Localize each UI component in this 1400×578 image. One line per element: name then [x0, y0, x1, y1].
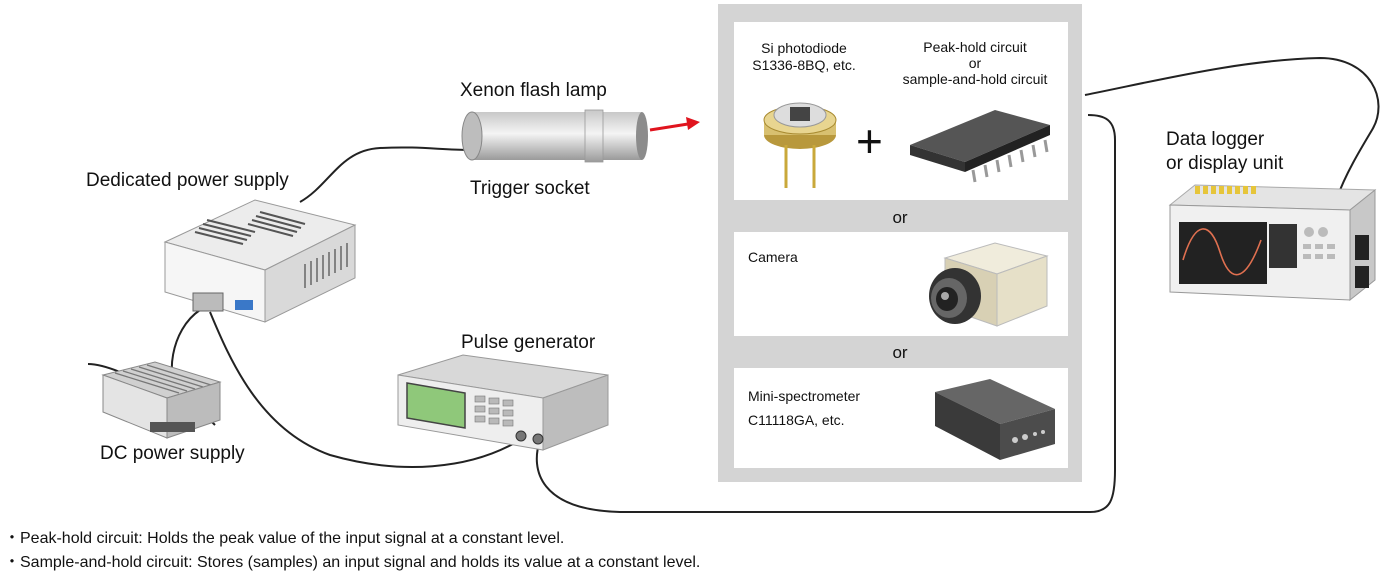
trigger-socket-label: Trigger socket: [470, 178, 590, 199]
xenon-lamp-icon: [461, 109, 648, 163]
plus-sign: +: [856, 115, 883, 167]
peak-hold-line2: or: [968, 55, 982, 71]
dedicated-power-supply-label: Dedicated power supply: [86, 170, 289, 191]
or-separator-2: or: [892, 343, 908, 362]
peak-hold-line3: sample-and-hold circuit: [902, 71, 1048, 87]
photodiode-name: Si photodiode: [761, 40, 847, 56]
spectrometer-name: Mini-spectrometer: [748, 388, 861, 404]
xenon-lamp-label: Xenon flash lamp: [460, 80, 607, 101]
ic-chip-icon: [910, 110, 1050, 183]
data-logger-label: Data logger or display unit: [1166, 128, 1283, 176]
dc-power-supply-icon: [101, 361, 222, 439]
note-peak-hold: ・Peak-hold circuit: Holds the peak value…: [4, 530, 565, 547]
photodiode-label: Si photodiode S1336-8BQ, etc.: [744, 40, 864, 74]
pulse-generator-label: Pulse generator: [461, 332, 596, 353]
mini-spectrometer-icon: [935, 379, 1055, 460]
spectrometer-model: C11118GA, etc.: [748, 412, 845, 428]
dedicated-power-supply-icon: [163, 199, 357, 323]
spectrometer-label: Mini-spectrometer C11118GA, etc.: [748, 384, 860, 432]
note-sample-and-hold: ・Sample-and-hold circuit: Stores (sample…: [4, 554, 701, 571]
or-separator-1: or: [892, 208, 908, 227]
data-logger-line1: Data logger: [1166, 129, 1265, 150]
photodiode-model: S1336-8BQ, etc.: [752, 57, 856, 73]
peak-hold-label: Peak-hold circuit or sample-and-hold cir…: [886, 39, 1064, 87]
si-photodiode-icon: [763, 102, 837, 188]
pulse-generator-icon: [397, 354, 609, 451]
data-logger-line2: or display unit: [1166, 153, 1284, 174]
footnotes: ・Peak-hold circuit: Holds the peak value…: [4, 527, 700, 575]
camera-label: Camera: [748, 249, 798, 265]
data-logger-icon: [1168, 184, 1377, 302]
camera-icon: [929, 242, 1049, 327]
peak-hold-line1: Peak-hold circuit: [923, 39, 1027, 55]
dc-power-supply-label: DC power supply: [100, 443, 245, 464]
